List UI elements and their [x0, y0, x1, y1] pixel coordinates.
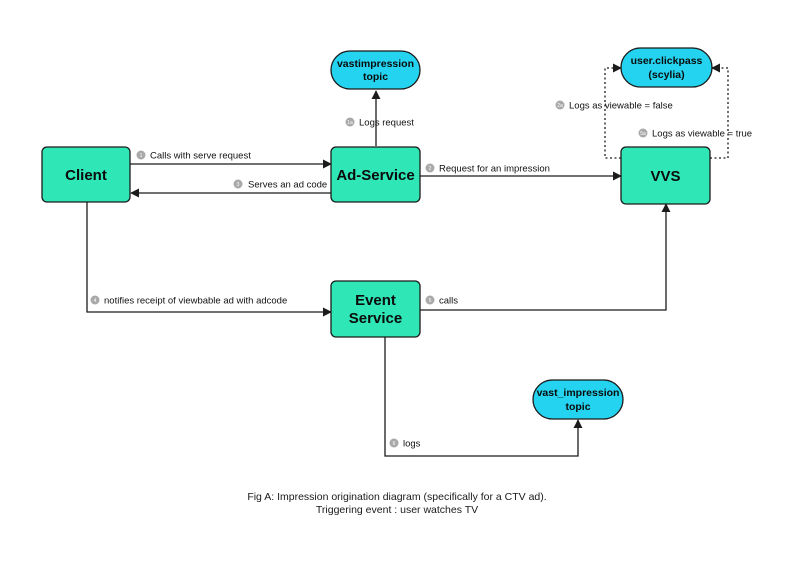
topic-label: vastimpression [337, 58, 414, 70]
step-number: 3 [237, 182, 240, 188]
edge-serves-adcode: 3 Serves an ad code [130, 179, 331, 198]
edge-label: Logs request [359, 118, 414, 129]
step-badge [90, 295, 100, 305]
node-label: VVS [650, 168, 680, 185]
edge-logs-request: 1a Logs request [345, 90, 414, 146]
edge-label: notifies receipt of viewbable ad with ad… [104, 296, 287, 307]
step-badge [638, 128, 648, 138]
vastimpression-topic: vastimpression topic [330, 50, 421, 90]
node-label: Ad-Service [336, 167, 414, 184]
event-service-node: Event Service [330, 280, 421, 338]
topic-label: topic [363, 71, 388, 83]
step-number: 5 [429, 298, 432, 304]
edge-calls: 5 calls [420, 203, 671, 311]
edge-logs: 6 logs [384, 337, 583, 457]
edge-calls-serve: 1 Calls with serve request [130, 150, 332, 169]
edge-label: Logs as viewable = false [569, 101, 673, 112]
edge-label: Request for an impression [439, 164, 550, 175]
caption-line: Fig A: Impression origination diagram (s… [247, 491, 546, 503]
topic-label: topic [565, 401, 590, 413]
edge-notifies: 4 notifies receipt of viewbable ad with … [86, 202, 332, 317]
client-node: Client [41, 146, 131, 203]
step-badge [389, 438, 399, 448]
edge-label: Serves an ad code [248, 180, 327, 191]
edge-logs-viewable-true: 5a Logs as viewable = true [638, 63, 752, 159]
step-badge [233, 179, 243, 189]
node-label: Client [65, 167, 107, 184]
edge-label: calls [439, 296, 458, 307]
step-badge [555, 100, 565, 110]
step-number: 2a [557, 103, 563, 109]
topic-label: vast_impression [537, 387, 620, 399]
vast-impression-topic: vast_impression topic [532, 379, 624, 420]
step-number: 6 [393, 441, 396, 447]
step-badge [425, 163, 435, 173]
edge-logs-viewable-false: 2a Logs as viewable = false [555, 63, 673, 159]
node-label: Service [349, 310, 402, 327]
step-number: 1a [347, 120, 353, 126]
edge-label: logs [403, 439, 421, 450]
edge-label: Calls with serve request [150, 151, 251, 162]
caption-line: Triggering event : user watches TV [316, 504, 478, 516]
topic-label: user.clickpass [631, 55, 703, 67]
vvs-node: VVS [620, 146, 711, 205]
step-number: 1 [140, 153, 143, 159]
edge-label: Logs as viewable = true [652, 129, 752, 140]
step-badge [345, 117, 355, 127]
edge-request-impression: 2 Request for an impression [420, 163, 622, 181]
user-clickpass-topic: user.clickpass (scylia) [620, 47, 713, 88]
step-badge [136, 150, 146, 160]
ad-service-node: Ad-Service [330, 146, 421, 203]
step-number: 5a [640, 131, 646, 137]
figure-caption: Fig A: Impression origination diagram (s… [247, 491, 546, 516]
topic-label: (scylia) [648, 69, 684, 81]
step-badge [425, 295, 435, 305]
node-label: Event [355, 292, 396, 309]
step-number: 2 [429, 166, 432, 172]
step-number: 4 [94, 298, 97, 304]
